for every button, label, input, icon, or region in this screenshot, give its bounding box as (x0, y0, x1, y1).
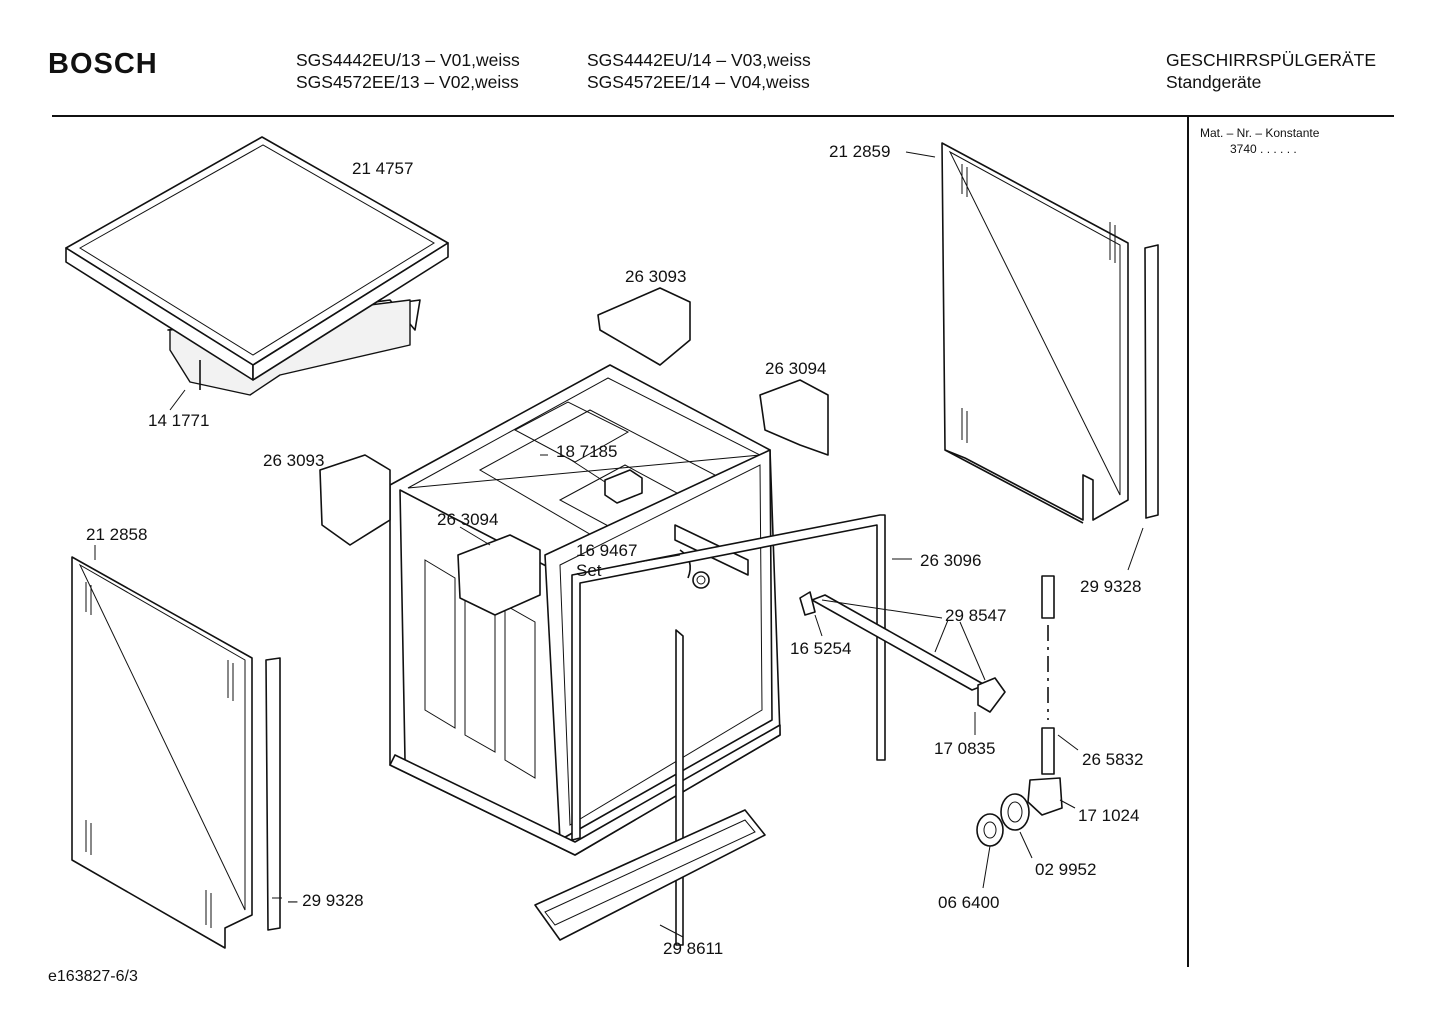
model-line: SGS4572EE/14 – V04,weiss (587, 72, 810, 92)
part-label: 21 2858 (86, 525, 147, 544)
part-label: Set (576, 561, 602, 580)
category-title: GESCHIRRSPÜLGERÄTE (1166, 50, 1377, 70)
trim-strip-left (265, 657, 281, 931)
drawing-code: e163827-6/3 (48, 968, 138, 985)
leader-lines (94, 151, 1144, 938)
part-label: 18 7185 (556, 442, 617, 461)
model-line: SGS4572EE/13 – V02,weiss (296, 72, 519, 92)
part-label: 26 5832 (1082, 750, 1143, 769)
model-list-left: SGS4442EU/13 – V01,weiss SGS4572EE/13 – … (296, 49, 520, 93)
part-label: 06 6400 (938, 893, 999, 912)
part-label: 16 9467 (576, 541, 637, 560)
part-label: 29 9328 (1080, 577, 1141, 596)
adjustable-foot (976, 575, 1063, 847)
part-label: 29 8611 (663, 939, 723, 958)
bracket-263094-right (759, 379, 829, 456)
part-label: 17 1024 (1078, 806, 1139, 825)
part-label: 14 1771 (148, 411, 209, 430)
mat-nr-value: 3740 . . . . . . (1230, 142, 1297, 156)
part-label: 26 3096 (920, 551, 981, 570)
model-line: SGS4442EU/13 – V01,weiss (296, 50, 520, 70)
part-label: 26 3094 (437, 510, 498, 529)
mat-nr-label: Mat. – Nr. – Konstante (1200, 126, 1320, 140)
bracket-263093-top (597, 287, 691, 366)
brand-logo: BOSCH (48, 48, 158, 80)
part-label: 26 3093 (263, 451, 324, 470)
bracket-263093-left (319, 454, 391, 546)
category-subtitle: Standgeräte (1166, 72, 1262, 92)
part-label: – 29 9328 (288, 891, 364, 910)
cross-bar (799, 591, 1006, 713)
sidebar-divider (1187, 117, 1189, 967)
part-label: 02 9952 (1035, 860, 1096, 879)
header-divider (52, 115, 1394, 117)
part-label: 16 5254 (790, 639, 851, 658)
bracket-263094-center (457, 534, 541, 616)
part-label: 21 4757 (352, 159, 413, 178)
model-line: SGS4442EU/14 – V03,weiss (587, 50, 811, 70)
part-label: 26 3094 (765, 359, 826, 378)
worktop-part (65, 136, 449, 396)
side-panel-right (941, 142, 1129, 524)
tub-body (389, 364, 781, 856)
part-label: 26 3093 (625, 267, 686, 286)
part-label: 21 2859 (829, 142, 890, 161)
side-panel-left (71, 556, 253, 949)
model-list-right: SGS4442EU/14 – V03,weiss SGS4572EE/14 – … (587, 49, 811, 93)
part-label: 17 0835 (934, 739, 995, 758)
category-block: GESCHIRRSPÜLGERÄTE Standgeräte (1166, 49, 1376, 93)
part-label: 29 8547 (945, 606, 1006, 625)
trim-strip-right (1144, 244, 1159, 519)
exploded-parts-diagram: 21 4757 14 1771 26 3093 26 3094 26 3093 … (65, 136, 1159, 958)
clip-187185 (604, 469, 643, 504)
